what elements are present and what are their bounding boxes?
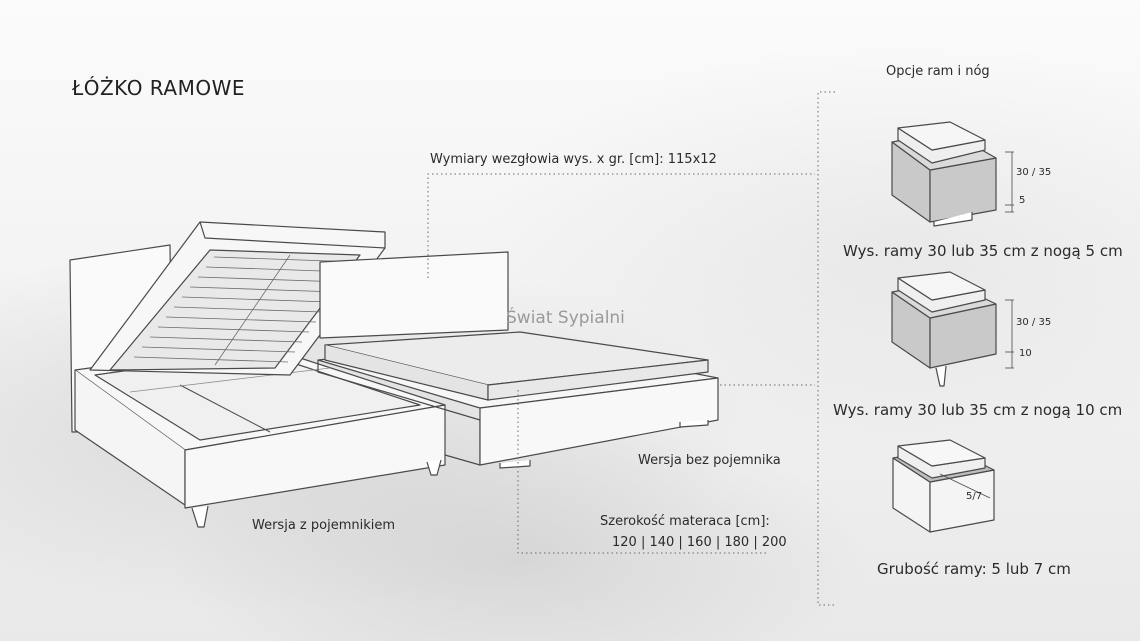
frame-option-3-drawing [892, 439, 995, 533]
watermark: Świat Sypialni [506, 308, 625, 328]
option-2-caption: Wys. ramy 30 lub 35 cm z nogą 10 cm [833, 401, 1123, 419]
frame-option-1-drawing [891, 121, 997, 227]
option-3-caption: Grubość ramy: 5 lub 7 cm [877, 560, 1071, 578]
option-3-frame-thickness: 5/7 [966, 491, 983, 502]
without-storage-label: Wersja bez pojemnika [638, 453, 781, 468]
option-1-caption: Wys. ramy 30 lub 35 cm z nogą 5 cm [843, 242, 1123, 260]
option-2-leg-height: 10 [1019, 348, 1032, 359]
frame-option-2-drawing [891, 271, 997, 387]
mattress-width-label: Szerokość materaca [cm]: [600, 514, 770, 529]
option-2-frame-height: 30 / 35 [1016, 317, 1052, 328]
mattress-width-values: 120 | 140 | 160 | 180 | 200 [612, 535, 787, 550]
option-1-leg-height: 5 [1019, 195, 1026, 206]
with-storage-label: Wersja z pojemnikiem [252, 518, 396, 533]
bed-without-storage-drawing [317, 251, 719, 469]
page-title: ŁÓŻKO RAMOWE [72, 76, 245, 100]
headboard-dimensions-label: Wymiary wezgłowia wys. x gr. [cm]: 115x1… [430, 152, 717, 167]
options-title: Opcje ram i nóg [886, 64, 990, 79]
option-1-frame-height: 30 / 35 [1016, 167, 1052, 178]
